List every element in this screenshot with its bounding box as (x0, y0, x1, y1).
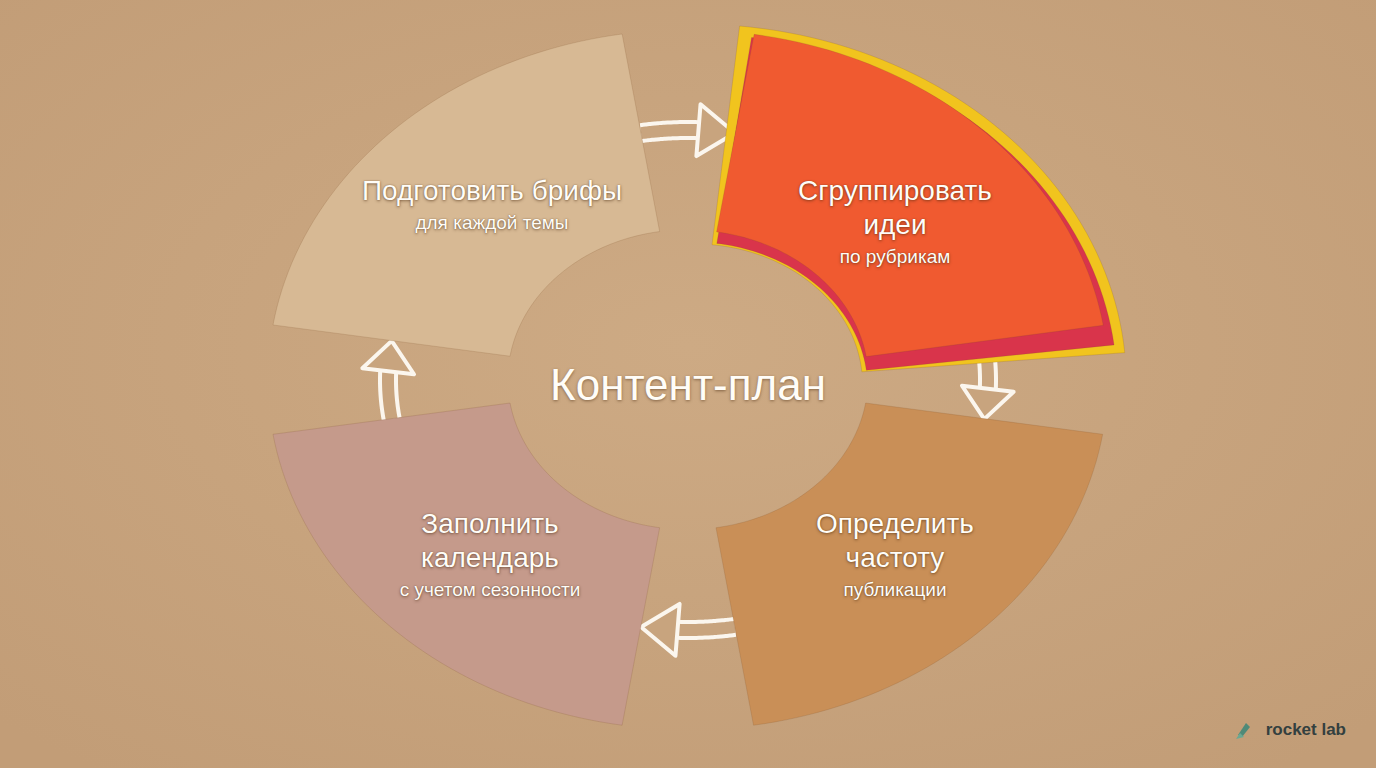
cycle-arrow (641, 104, 735, 156)
cycle-segment: Подготовить брифыдля каждой темы (271, 32, 662, 358)
step-note: с учетом сезонности (375, 577, 605, 603)
cycle-segment: Заполнить календарьс учетом сезонности (271, 401, 662, 727)
cycle-segment: Определить частотупубликации (714, 401, 1105, 727)
watermark: rocket lab (1266, 720, 1346, 740)
paper-layer (273, 34, 660, 356)
paper-layer (273, 403, 660, 725)
arrow-hollow (388, 369, 392, 419)
arrow-head (641, 604, 680, 656)
segment-text: Определить частотупубликации (780, 507, 1010, 603)
arrow-head (962, 386, 1014, 419)
arrow-outline (675, 627, 735, 630)
arrow-hollow (641, 130, 701, 133)
step-note: публикации (780, 577, 1010, 603)
segment-text: Сгруппировать идеипо рубрикам (780, 174, 1010, 270)
logo-icon (1236, 723, 1250, 739)
paper-layer (716, 403, 1103, 725)
step-heading: Определить частоту (780, 507, 1010, 575)
paper-layer (712, 26, 1125, 372)
step-note: для каждой темы (362, 210, 622, 236)
arrow-head (362, 341, 414, 374)
cycle-segment: Сгруппировать идеипо рубрикам (710, 24, 1127, 374)
segment-text: Заполнить календарьс учетом сезонности (375, 507, 605, 603)
step-heading: Подготовить брифы (362, 174, 622, 208)
step-note: по рубрикам (780, 244, 1010, 270)
cycle-arrow (641, 604, 735, 656)
step-heading: Заполнить календарь (375, 507, 605, 575)
segment-text: Подготовить брифыдля каждой темы (362, 174, 622, 236)
cycle-arrow (362, 341, 414, 419)
step-heading: Сгруппировать идеи (780, 174, 1010, 242)
arrow-outline (388, 369, 392, 419)
paper-layer (716, 34, 1103, 356)
arrow-hollow (675, 627, 735, 630)
arrow-outline (641, 130, 701, 133)
center-title: Контент-план (550, 360, 826, 410)
